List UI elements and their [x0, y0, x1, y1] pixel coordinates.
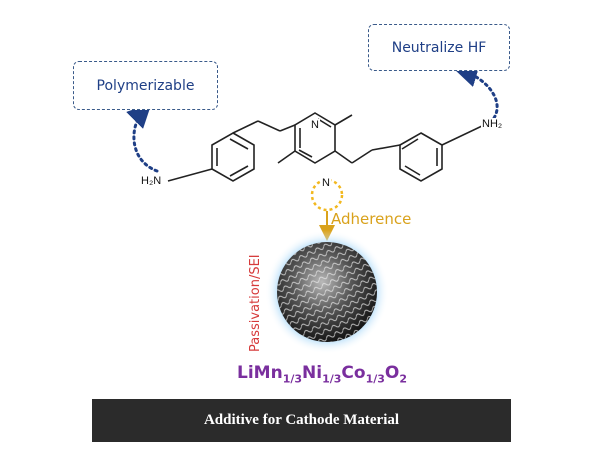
formula-mn-subscript: 1/3 [282, 372, 303, 386]
arrow-to-polymerizable [126, 103, 159, 173]
polymerizable-label: Polymerizable [96, 77, 195, 94]
pyrazine-substituents [277, 114, 373, 164]
right-linker-bonds [371, 125, 483, 151]
cathode-particle [265, 230, 389, 354]
amine-left-label: H₂N [140, 175, 163, 187]
formula-ni-subscript: 1/3 [322, 372, 342, 386]
neutralize-hf-callout: Neutralize HF [368, 24, 510, 71]
formula-o-subscript: 2 [399, 372, 407, 386]
polymerizable-callout: Polymerizable [73, 61, 218, 110]
passivation-sei-label: Passivation/SEI [248, 254, 263, 352]
nitrogen-highlight-circle [310, 178, 344, 212]
formula-co-subscript: 1/3 [365, 372, 385, 386]
ring-nitrogen-bottom: N [321, 177, 331, 189]
left-linker-bonds [167, 120, 281, 182]
left-benzene-ring [211, 132, 255, 182]
cathode-formula: LiMn1/3Ni1/3Co1/3O2 [237, 363, 407, 385]
adherence-label: Adherence [331, 210, 412, 228]
arrow-to-neutralize-hf [453, 63, 499, 120]
formula-ni: Ni [302, 363, 323, 383]
title-banner: Additive for Cathode Material [92, 399, 511, 442]
neutralize-hf-label: Neutralize HF [391, 39, 487, 56]
formula-o: O [384, 363, 400, 383]
banner-text: Additive for Cathode Material [203, 412, 400, 428]
formula-co: Co [341, 363, 366, 383]
formula-li-mn: LiMn [237, 363, 283, 383]
right-benzene-ring [399, 132, 443, 182]
amine-right-label: NH₂ [481, 118, 504, 130]
ring-nitrogen-top: N [310, 119, 320, 131]
